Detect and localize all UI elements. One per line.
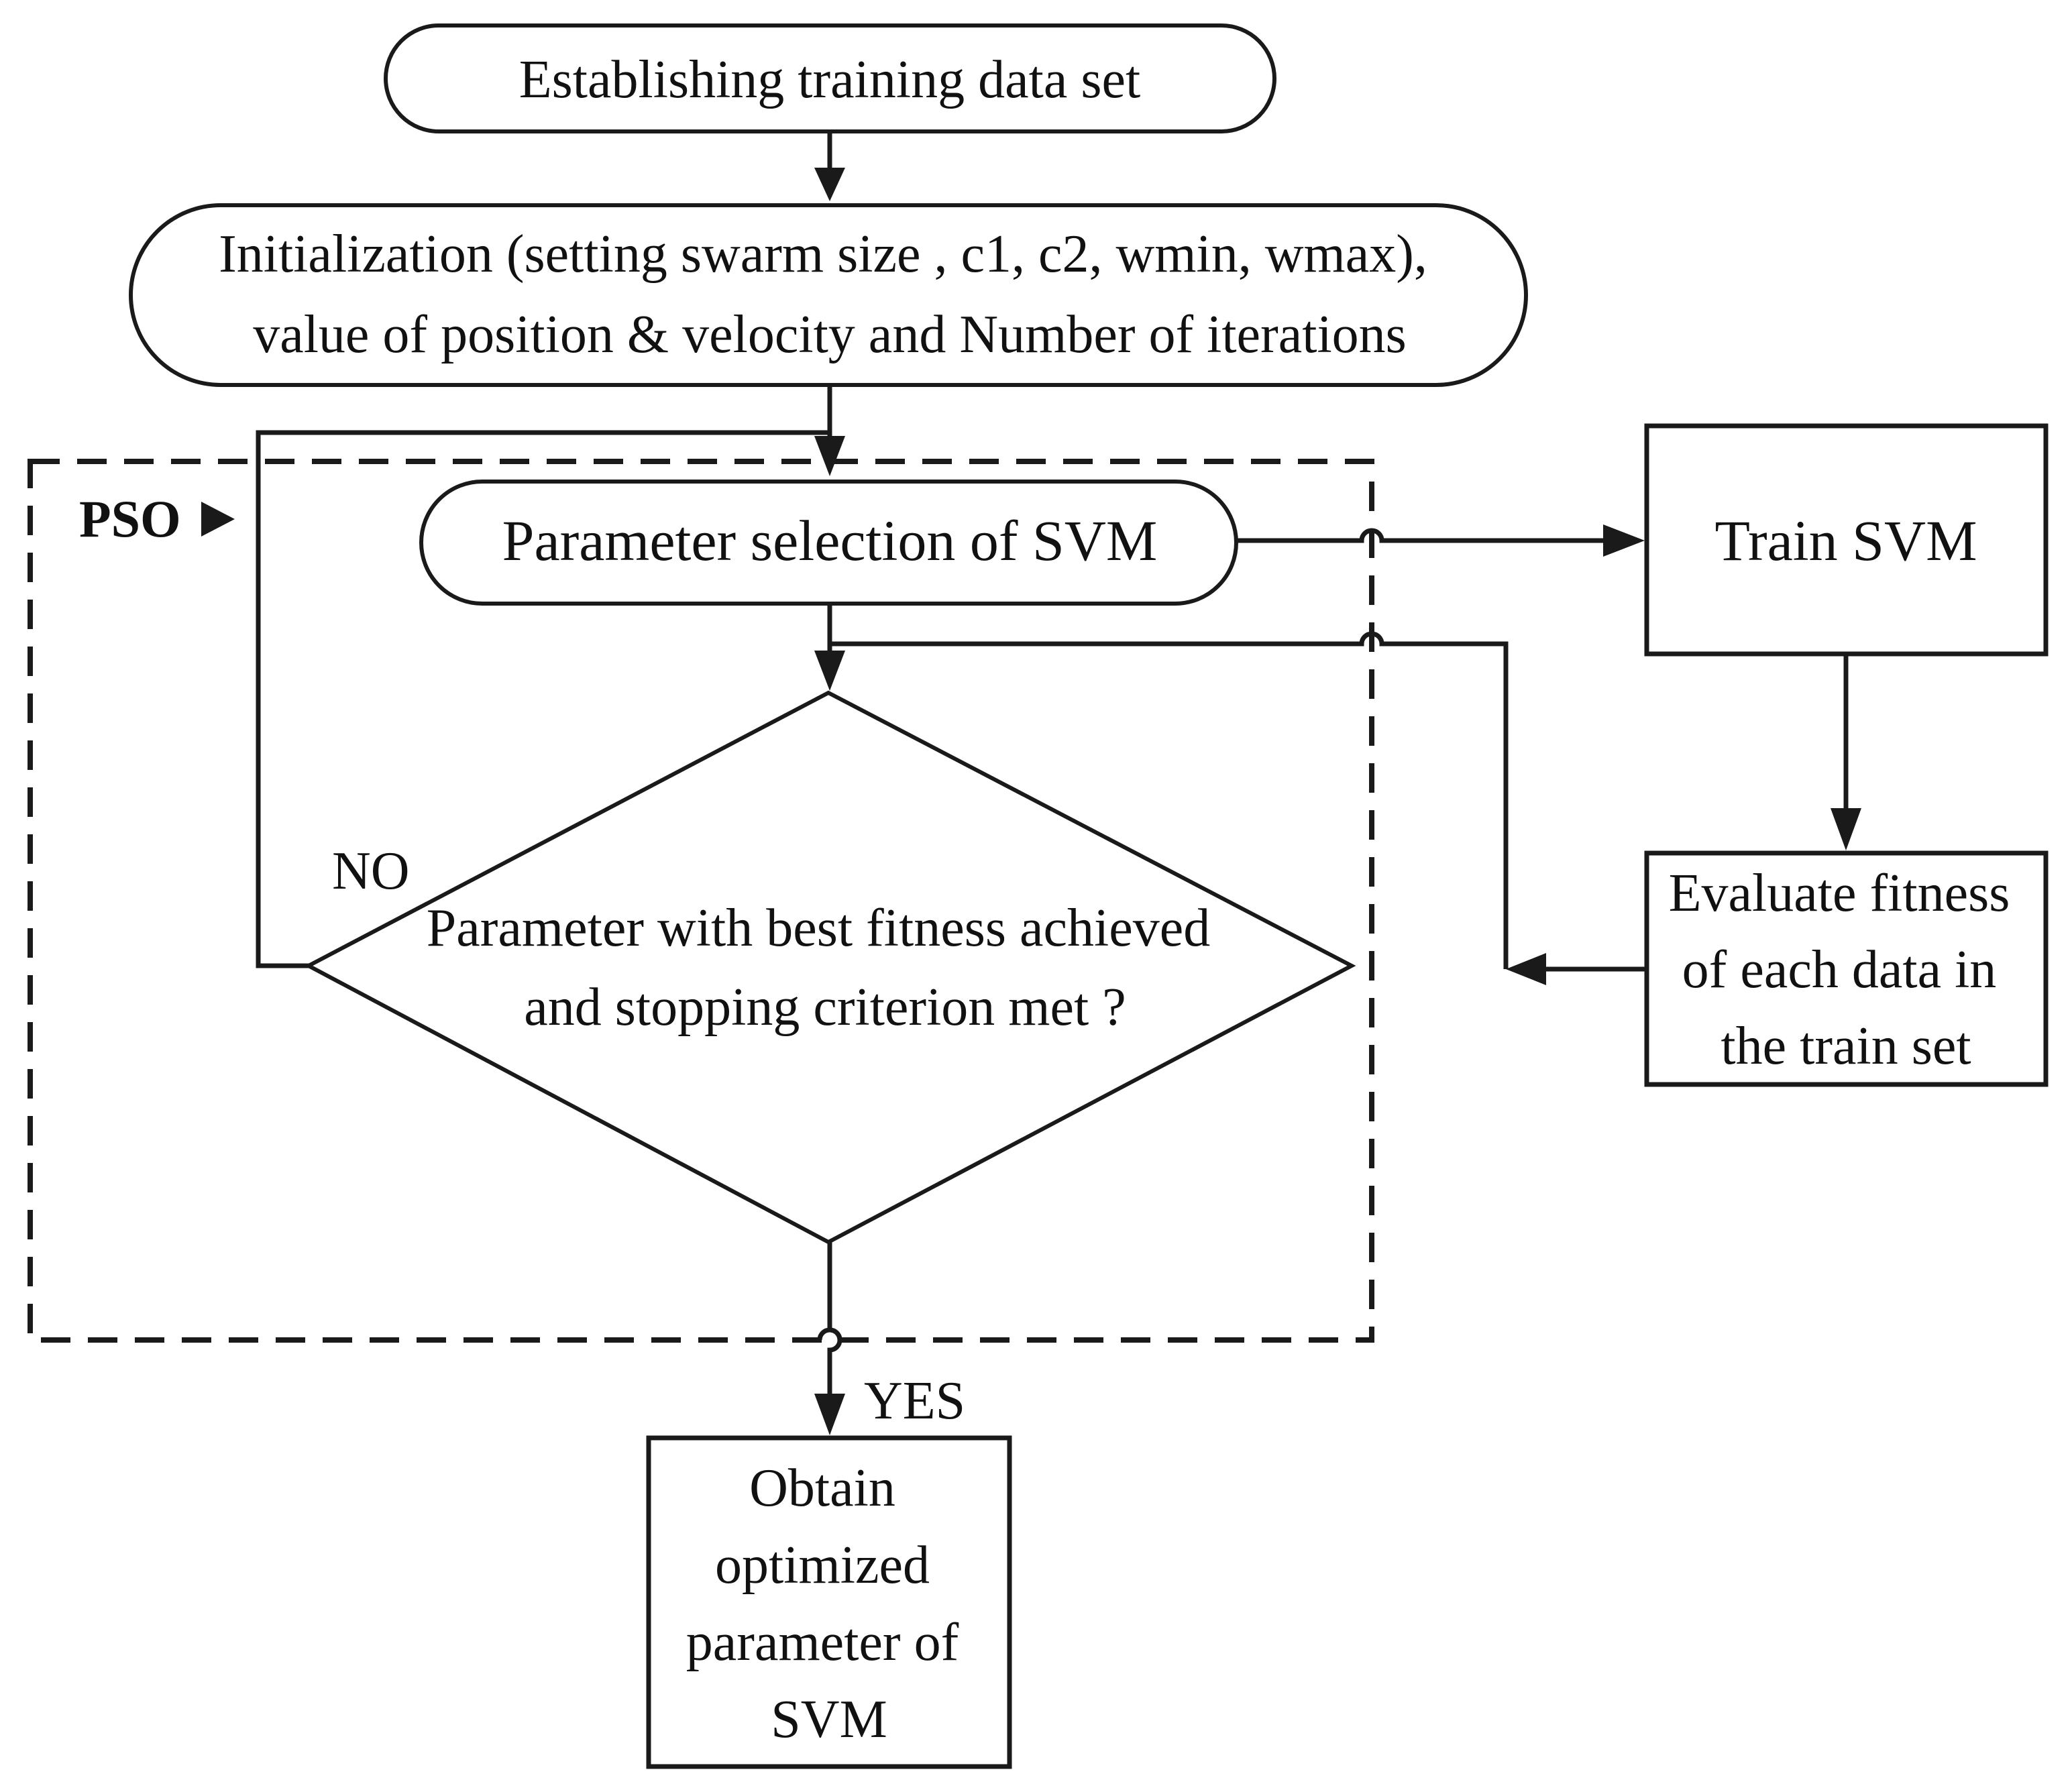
edge-evaluate-return <box>830 631 1509 969</box>
arrow-param-decision <box>814 651 845 691</box>
edge-no-loop <box>256 430 830 968</box>
init-text: Initialization (setting swarm size , c1,… <box>219 225 1441 364</box>
train-node <box>1644 423 2049 657</box>
decision-text: Parameter with best fitness achieved and… <box>427 899 1223 1037</box>
no-label: NO <box>332 842 410 901</box>
pso-pointer-arrow <box>201 502 235 537</box>
arrow-train-evaluate <box>1831 808 1861 850</box>
train-text: Train SVM <box>1714 508 1977 573</box>
arrow-start-init <box>814 168 845 201</box>
edge-yes <box>827 1242 842 1395</box>
arrow-param-train <box>1603 524 1645 557</box>
result-node <box>646 1435 1012 1769</box>
start-text: Establishing training data set <box>519 50 1140 109</box>
pso-label: PSO <box>79 490 181 548</box>
arrow-yes <box>814 1394 845 1435</box>
arrow-init-param <box>814 436 845 476</box>
result-text: Obtain optimized parameter of SVM <box>686 1459 972 1749</box>
param-select-text: Parameter selection of SVM <box>502 508 1158 573</box>
yes-label: YES <box>864 1372 965 1431</box>
decision-node <box>304 690 1356 1245</box>
pso-boundary <box>28 459 1374 1343</box>
edge-param-train <box>1236 528 1606 543</box>
edge-yes-hop <box>817 1327 842 1341</box>
arrow-evaluate-left <box>1506 953 1546 985</box>
evaluate-text: Evaluate fitness of each data in the tra… <box>1669 864 2024 1076</box>
